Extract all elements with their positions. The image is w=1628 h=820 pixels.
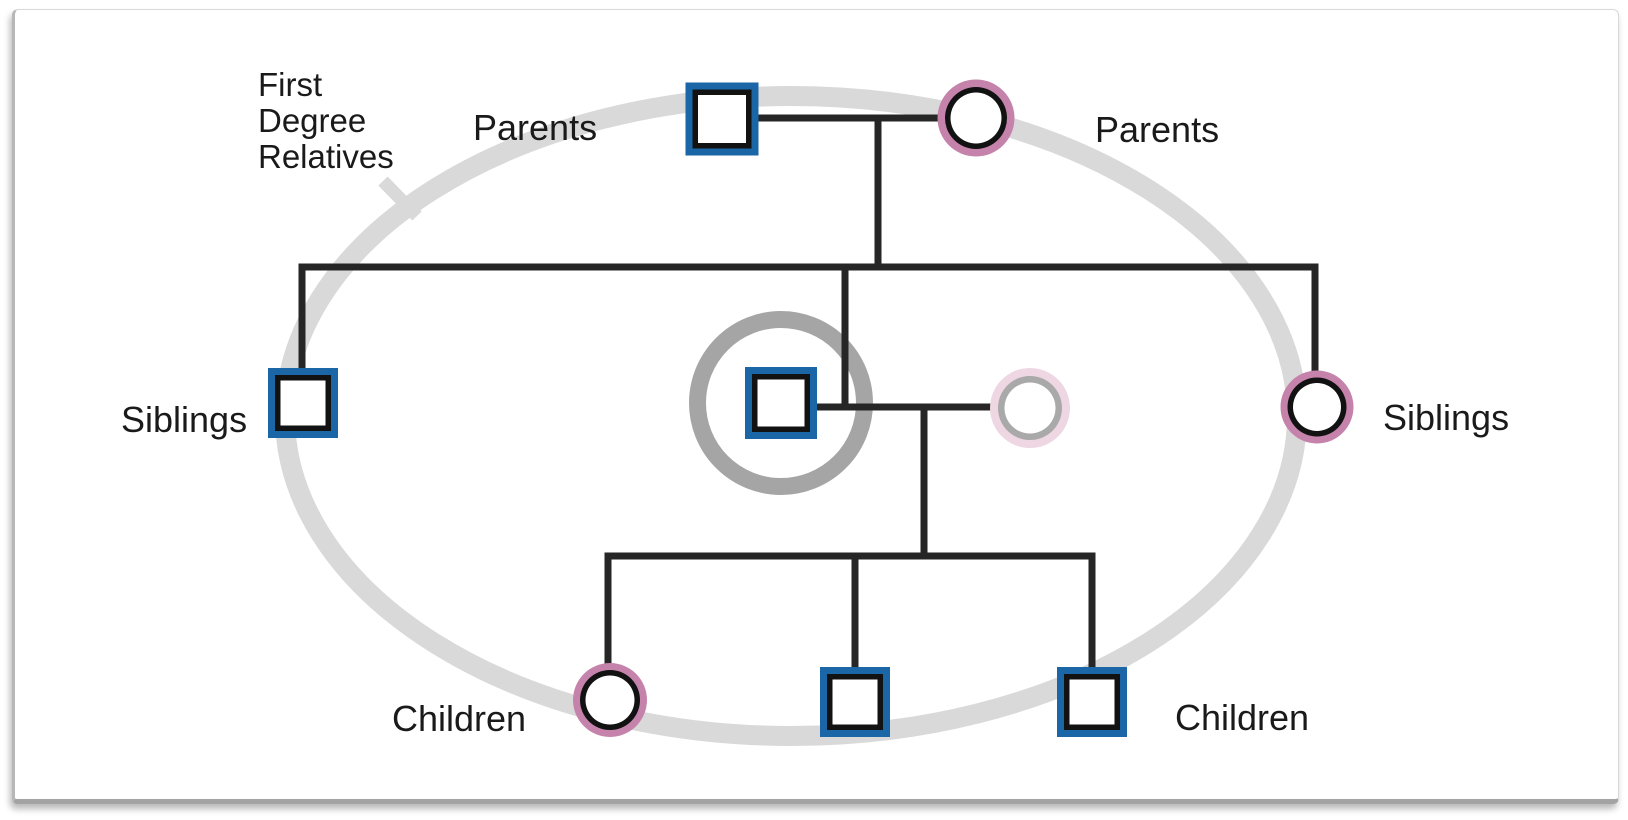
parents-label-right: Parents [1095,109,1219,150]
siblings-sibship-line [298,263,1319,376]
siblings-label-left: Siblings [121,399,247,440]
son-middle-symbol [820,667,890,737]
proband-highlight-ring-icon [689,311,873,495]
mother-symbol [937,79,1015,157]
children-label-left: Children [392,698,526,739]
pedigree-connector-lines [298,114,1319,670]
siblings-label-right: Siblings [1383,397,1509,438]
parents-label-left: Parents [473,107,597,148]
son-right-symbol [1057,667,1127,737]
annotation-line-1: First [258,66,322,103]
children-sibship-line [604,552,1096,670]
brother-symbol [268,368,338,438]
sister-symbol [1280,370,1354,444]
father-symbol [685,82,759,156]
first-degree-annotation: First Degree Relatives [258,66,394,175]
daughter-symbol [573,663,647,737]
annotation-line-2: Degree [258,102,366,139]
children-label-right: Children [1175,697,1309,738]
annotation-line-3: Relatives [258,138,394,175]
annotation-callout-tick [378,176,422,221]
proband-symbol [745,367,817,439]
partner-symbol-faded [990,368,1070,448]
